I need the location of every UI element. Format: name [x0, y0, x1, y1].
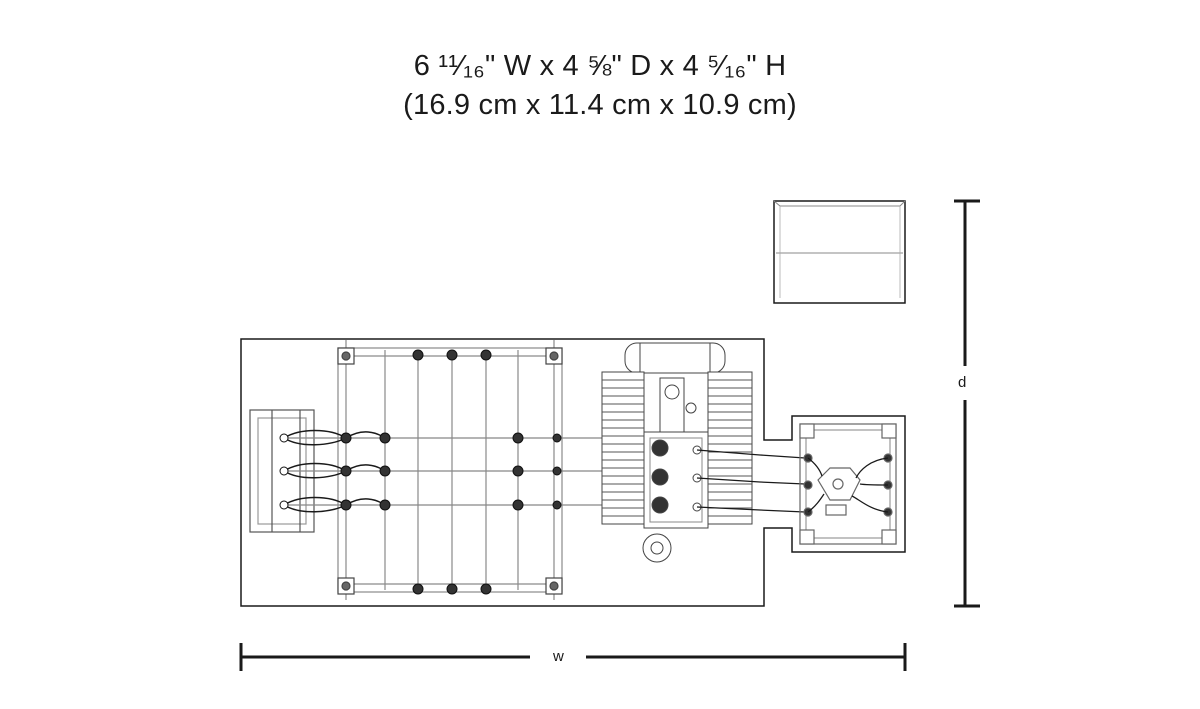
- dimensions-imperial: 6 ¹¹⁄₁₆" W x 4 ⅝" D x 4 ⁵⁄₁₆" H: [413, 50, 787, 82]
- height-reference-box: [773, 200, 906, 304]
- width-dimension-line: [239, 643, 907, 671]
- frame-corner-posts: [337, 347, 563, 595]
- right-pad-cables: [807, 457, 889, 513]
- width-label: w: [550, 648, 567, 665]
- conductor-nodes: [279, 432, 562, 511]
- frame-insulators: [412, 349, 492, 595]
- right-pad-equipment: [799, 423, 897, 545]
- depth-dimension-line: [954, 199, 980, 608]
- dimensions-metric: (16.9 cm x 11.4 cm x 10.9 cm): [403, 89, 797, 121]
- depth-label: d: [955, 374, 970, 391]
- transformer: [601, 342, 753, 563]
- output-cables: [696, 449, 806, 513]
